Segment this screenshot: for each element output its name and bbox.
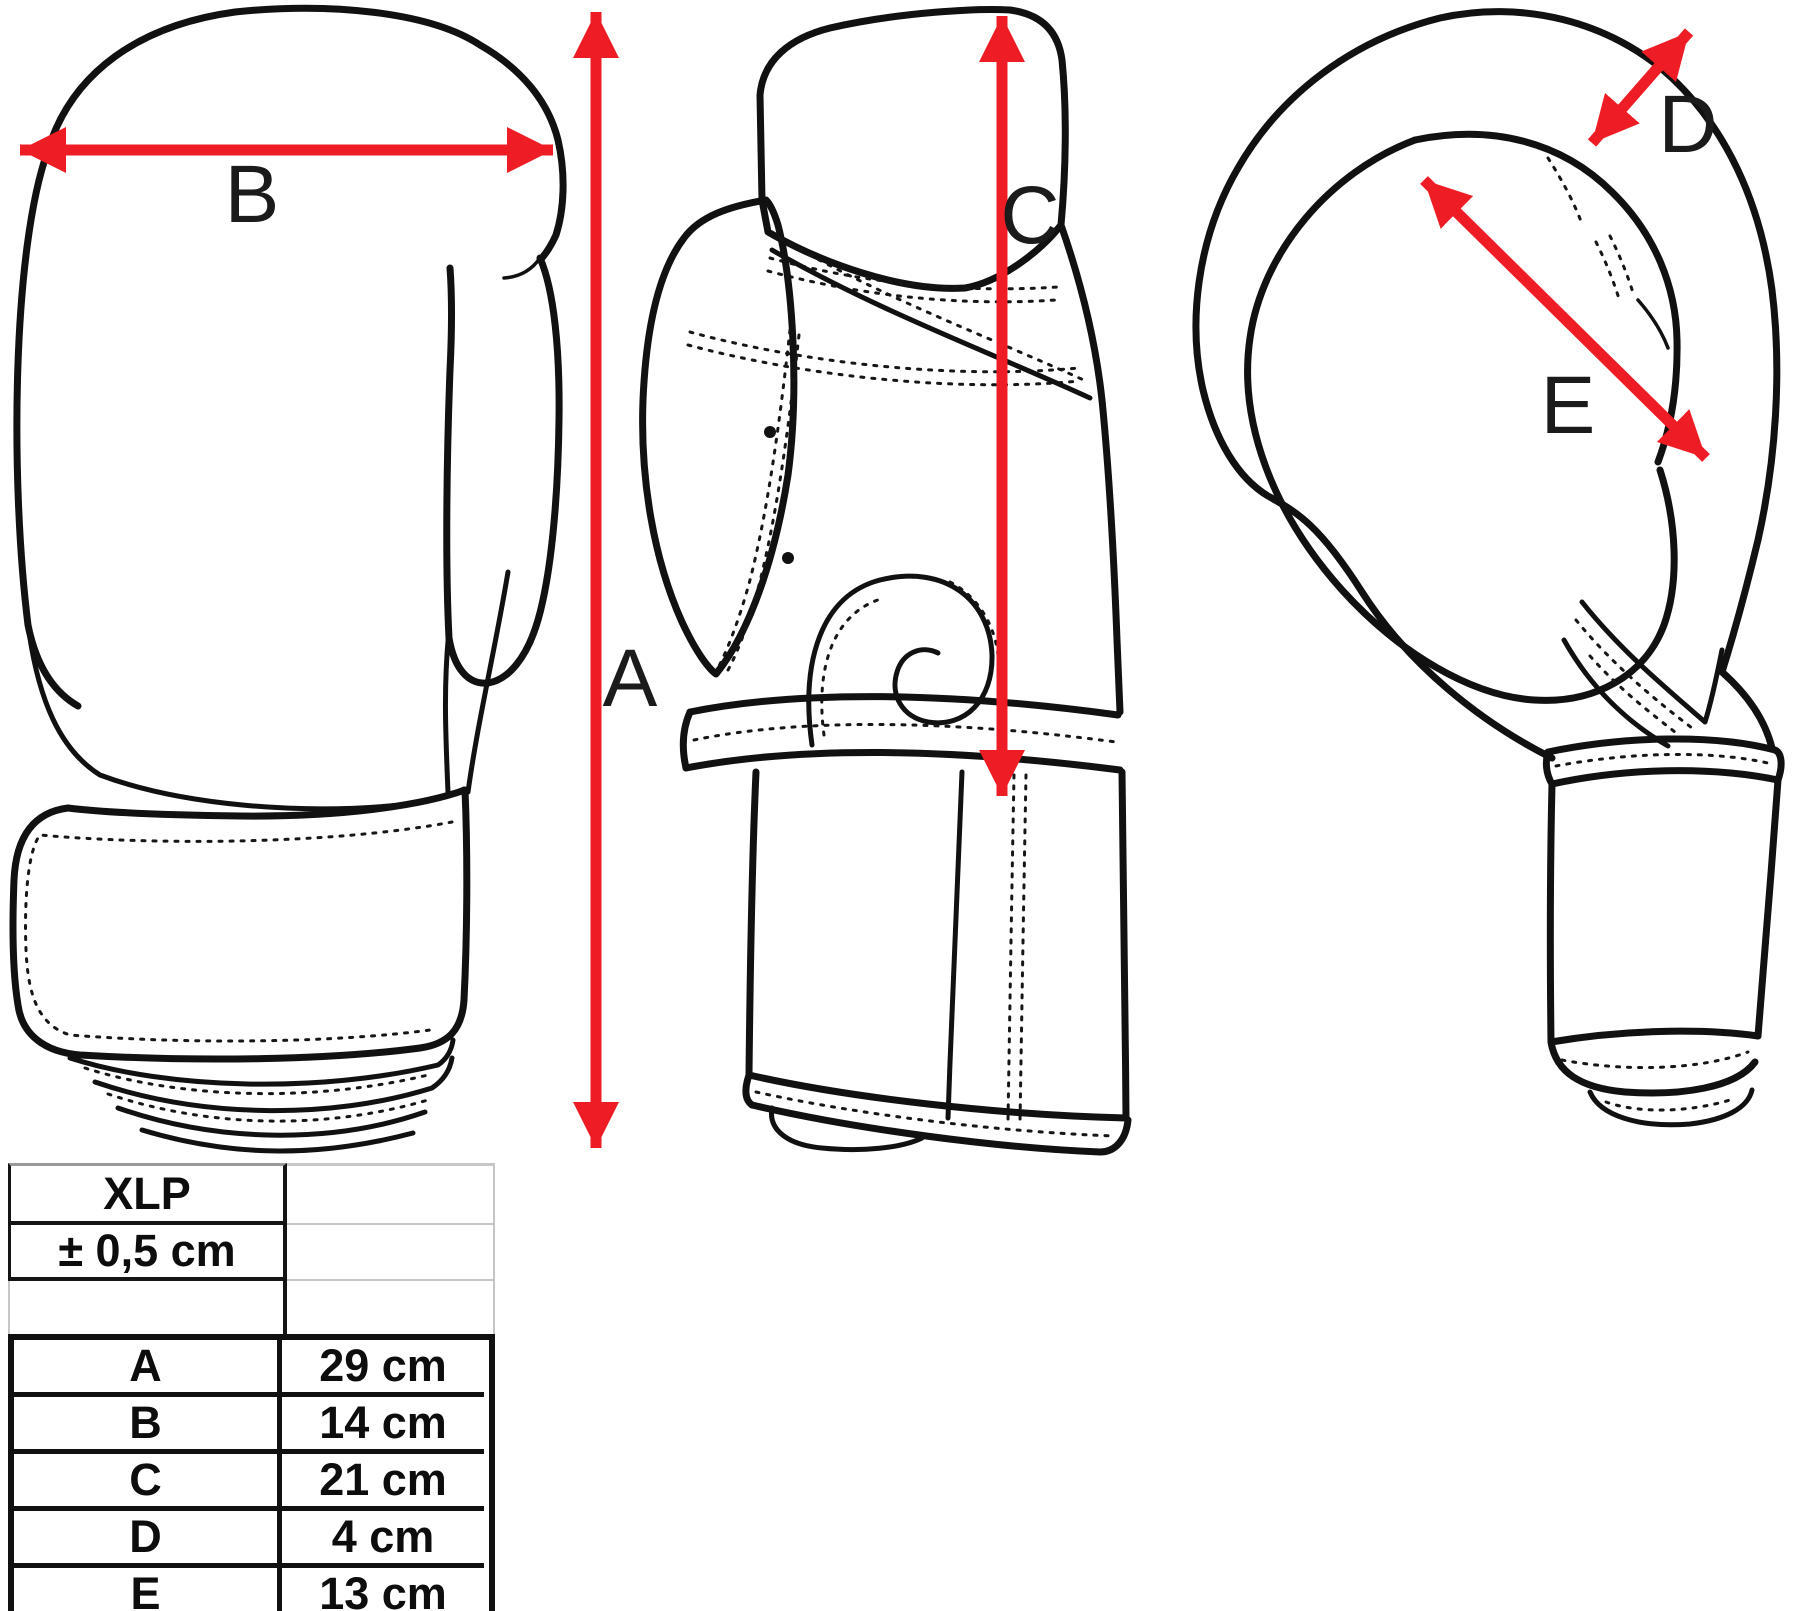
glove-back-palm-edge	[25, 622, 467, 812]
measurement-value: 13 cm	[282, 1568, 484, 1611]
glove-back-strap	[9, 786, 471, 1063]
glove-palm-wrist-strap-cap	[679, 708, 694, 772]
glove-back-view	[9, 4, 567, 1154]
glove-palm-lower-cuff-stitch-1	[1006, 773, 1016, 1122]
glove-palm-cuff-stitch-2	[766, 269, 1058, 304]
glove-top-pad-left	[1244, 136, 1678, 704]
glove-top-outline	[1192, 8, 1781, 762]
measurement-value: 14 cm	[282, 1397, 484, 1454]
glove-back-thumb	[443, 254, 563, 687]
glove-palm-wrist-strap-top	[686, 693, 1122, 719]
glove-palm-cuff-stitch-4	[686, 343, 1082, 387]
measurement-rows: A 29 cm B 14 cm C 21 cm D 4 cm E 13 cm	[8, 1334, 495, 1611]
glove-palm-vent-hole-2	[782, 552, 794, 564]
measurement-value: 29 cm	[282, 1340, 484, 1397]
measurement-letter: B	[14, 1397, 282, 1454]
glove-palm-lower-cuff-stitch-2	[1018, 773, 1028, 1124]
glove-back-cuff-stitch-2	[106, 1092, 430, 1123]
size-table: XLP ± 0,5 cm A 29 cm B 14 cm C 21 cm D 4…	[8, 1163, 495, 1611]
glove-back-cuff-band-1	[67, 1037, 456, 1087]
glove-top-fold-stitch-1	[1574, 618, 1694, 730]
dimension-label-c: C	[1000, 170, 1059, 261]
glove-palm-right-edge	[1057, 221, 1124, 716]
glove-palm-bottom-strap-cap	[742, 1071, 756, 1109]
glove-palm-bottom-strap-stitch	[754, 1090, 1117, 1138]
glove-palm-bottom-strap-top	[745, 1071, 1130, 1122]
glove-palm-lower-cuff-left	[745, 768, 760, 1079]
glove-palm-view	[639, 6, 1132, 1156]
glove-back-cuff-band-4	[139, 1127, 416, 1154]
size-table-header: XLP ± 0,5 cm	[8, 1163, 495, 1334]
glove-palm-lower-cuff-seam	[945, 769, 965, 1121]
dimension-label-a: A	[603, 633, 658, 724]
dimension-label-d: D	[1658, 79, 1717, 170]
dimension-arrow-e	[1420, 176, 1710, 462]
glove-back-thumb-crease	[502, 256, 542, 280]
measurement-letter: C	[14, 1454, 282, 1511]
glove-top-bottom-strap-stitch	[1604, 1098, 1732, 1112]
glove-palm-vent-hole-1	[764, 426, 776, 438]
glove-top-cuff-bottom-stitch	[1560, 1050, 1750, 1070]
glove-top-pad-stitch-2	[1594, 240, 1622, 304]
glove-top-cuff-left	[1546, 780, 1556, 1046]
glove-back-cuff-band-2	[92, 1055, 455, 1114]
dimension-labels: B A C D E	[225, 79, 1718, 724]
measurement-letter: D	[14, 1511, 282, 1568]
glove-top-fold-stitch-2	[1588, 654, 1682, 738]
glove-palm-wrist-strap-bottom	[682, 748, 1124, 774]
dimension-label-e: E	[1541, 360, 1596, 451]
size-code-cell: XLP	[8, 1163, 287, 1225]
spacer-cell-left	[8, 1281, 287, 1334]
glove-back-hand-seam-1	[465, 569, 511, 795]
glove-top-fold-2	[1561, 637, 1671, 749]
glove-palm-diagonal-stitch	[778, 236, 1090, 384]
measurement-letter: A	[14, 1340, 282, 1397]
glove-palm-thumb-loop-outer	[806, 573, 995, 748]
tolerance-cell: ± 0,5 cm	[8, 1225, 287, 1281]
glove-palm-cuff-stitch-3	[688, 330, 1080, 374]
glove-back-cuff-band-3	[115, 1105, 428, 1138]
glove-top-cuff-right	[1754, 776, 1782, 1040]
glove-back-hand-seam-2	[442, 627, 452, 796]
glove-palm-wrist-strap-stitch	[692, 722, 1118, 744]
glove-palm-gusset-flap	[639, 196, 798, 678]
glove-top-pad-seam	[1636, 298, 1670, 350]
glove-top-view	[1192, 8, 1785, 1128]
spacer-cell-right	[287, 1281, 495, 1334]
glove-palm-lower-cuff-right	[1118, 768, 1130, 1122]
glove-palm-bottom-strap-bottom	[748, 1101, 1132, 1156]
glove-back-body-outline	[13, 4, 567, 710]
glove-palm-bottom-tongue	[769, 1105, 925, 1153]
glove-palm-diagonal-seam	[769, 247, 1093, 401]
glove-palm-thumb-loop-stitch-1	[820, 596, 886, 737]
glove-palm-flap-stitch-2	[726, 333, 801, 672]
glove-top-fold-1	[1579, 599, 1725, 725]
tolerance-value-cell	[287, 1225, 495, 1281]
glove-back-cuff-stitch-1	[83, 1066, 434, 1096]
measurement-value: 4 cm	[282, 1511, 484, 1568]
measurement-value: 21 cm	[282, 1454, 484, 1511]
dimension-arrow-d	[1587, 28, 1694, 147]
glove-top-cuff-bottom-band	[1547, 1027, 1762, 1097]
glove-palm-flap-stitch-1	[716, 328, 792, 670]
glove-top-bottom-strap	[1587, 1087, 1755, 1128]
size-code-value-cell	[287, 1163, 495, 1225]
dimension-arrows	[20, 12, 1710, 1148]
glove-back-strap-stitch	[24, 820, 454, 1043]
measurement-letter: E	[14, 1568, 282, 1611]
glove-top-pad-stitch-3	[1608, 234, 1636, 298]
glove-top-cuff-band-stitch	[1554, 752, 1774, 768]
dimension-label-b: B	[225, 149, 280, 240]
